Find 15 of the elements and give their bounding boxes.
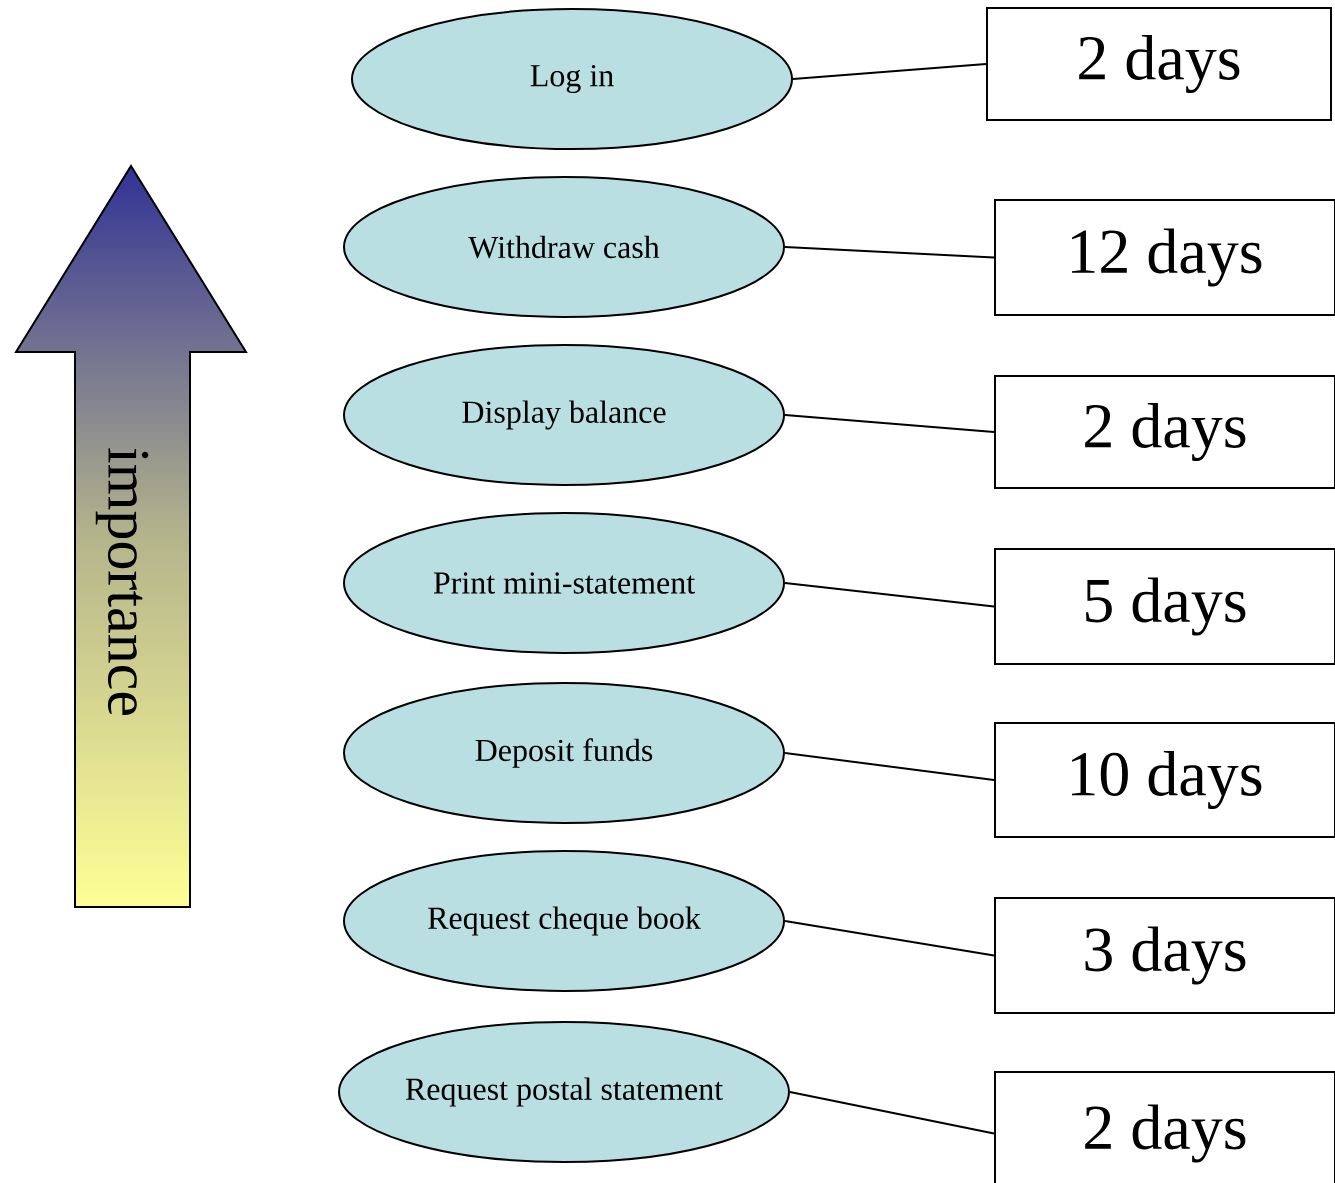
duration-box: 3 days xyxy=(994,897,1335,1014)
connector-line xyxy=(784,246,995,259)
connector-line xyxy=(784,752,995,781)
connector-line xyxy=(784,920,995,957)
connector-line xyxy=(792,63,987,80)
duration-box: 2 days xyxy=(994,1071,1335,1183)
duration-box: 2 days xyxy=(994,375,1335,489)
connector-line xyxy=(784,414,995,433)
arrow-label: importance xyxy=(95,448,149,715)
duration-box: 2 days xyxy=(986,7,1332,121)
connector-line xyxy=(789,1091,995,1135)
duration-box: 12 days xyxy=(994,199,1335,316)
connector-line xyxy=(784,582,995,608)
duration-box: 5 days xyxy=(994,548,1335,665)
duration-box: 10 days xyxy=(994,722,1335,838)
